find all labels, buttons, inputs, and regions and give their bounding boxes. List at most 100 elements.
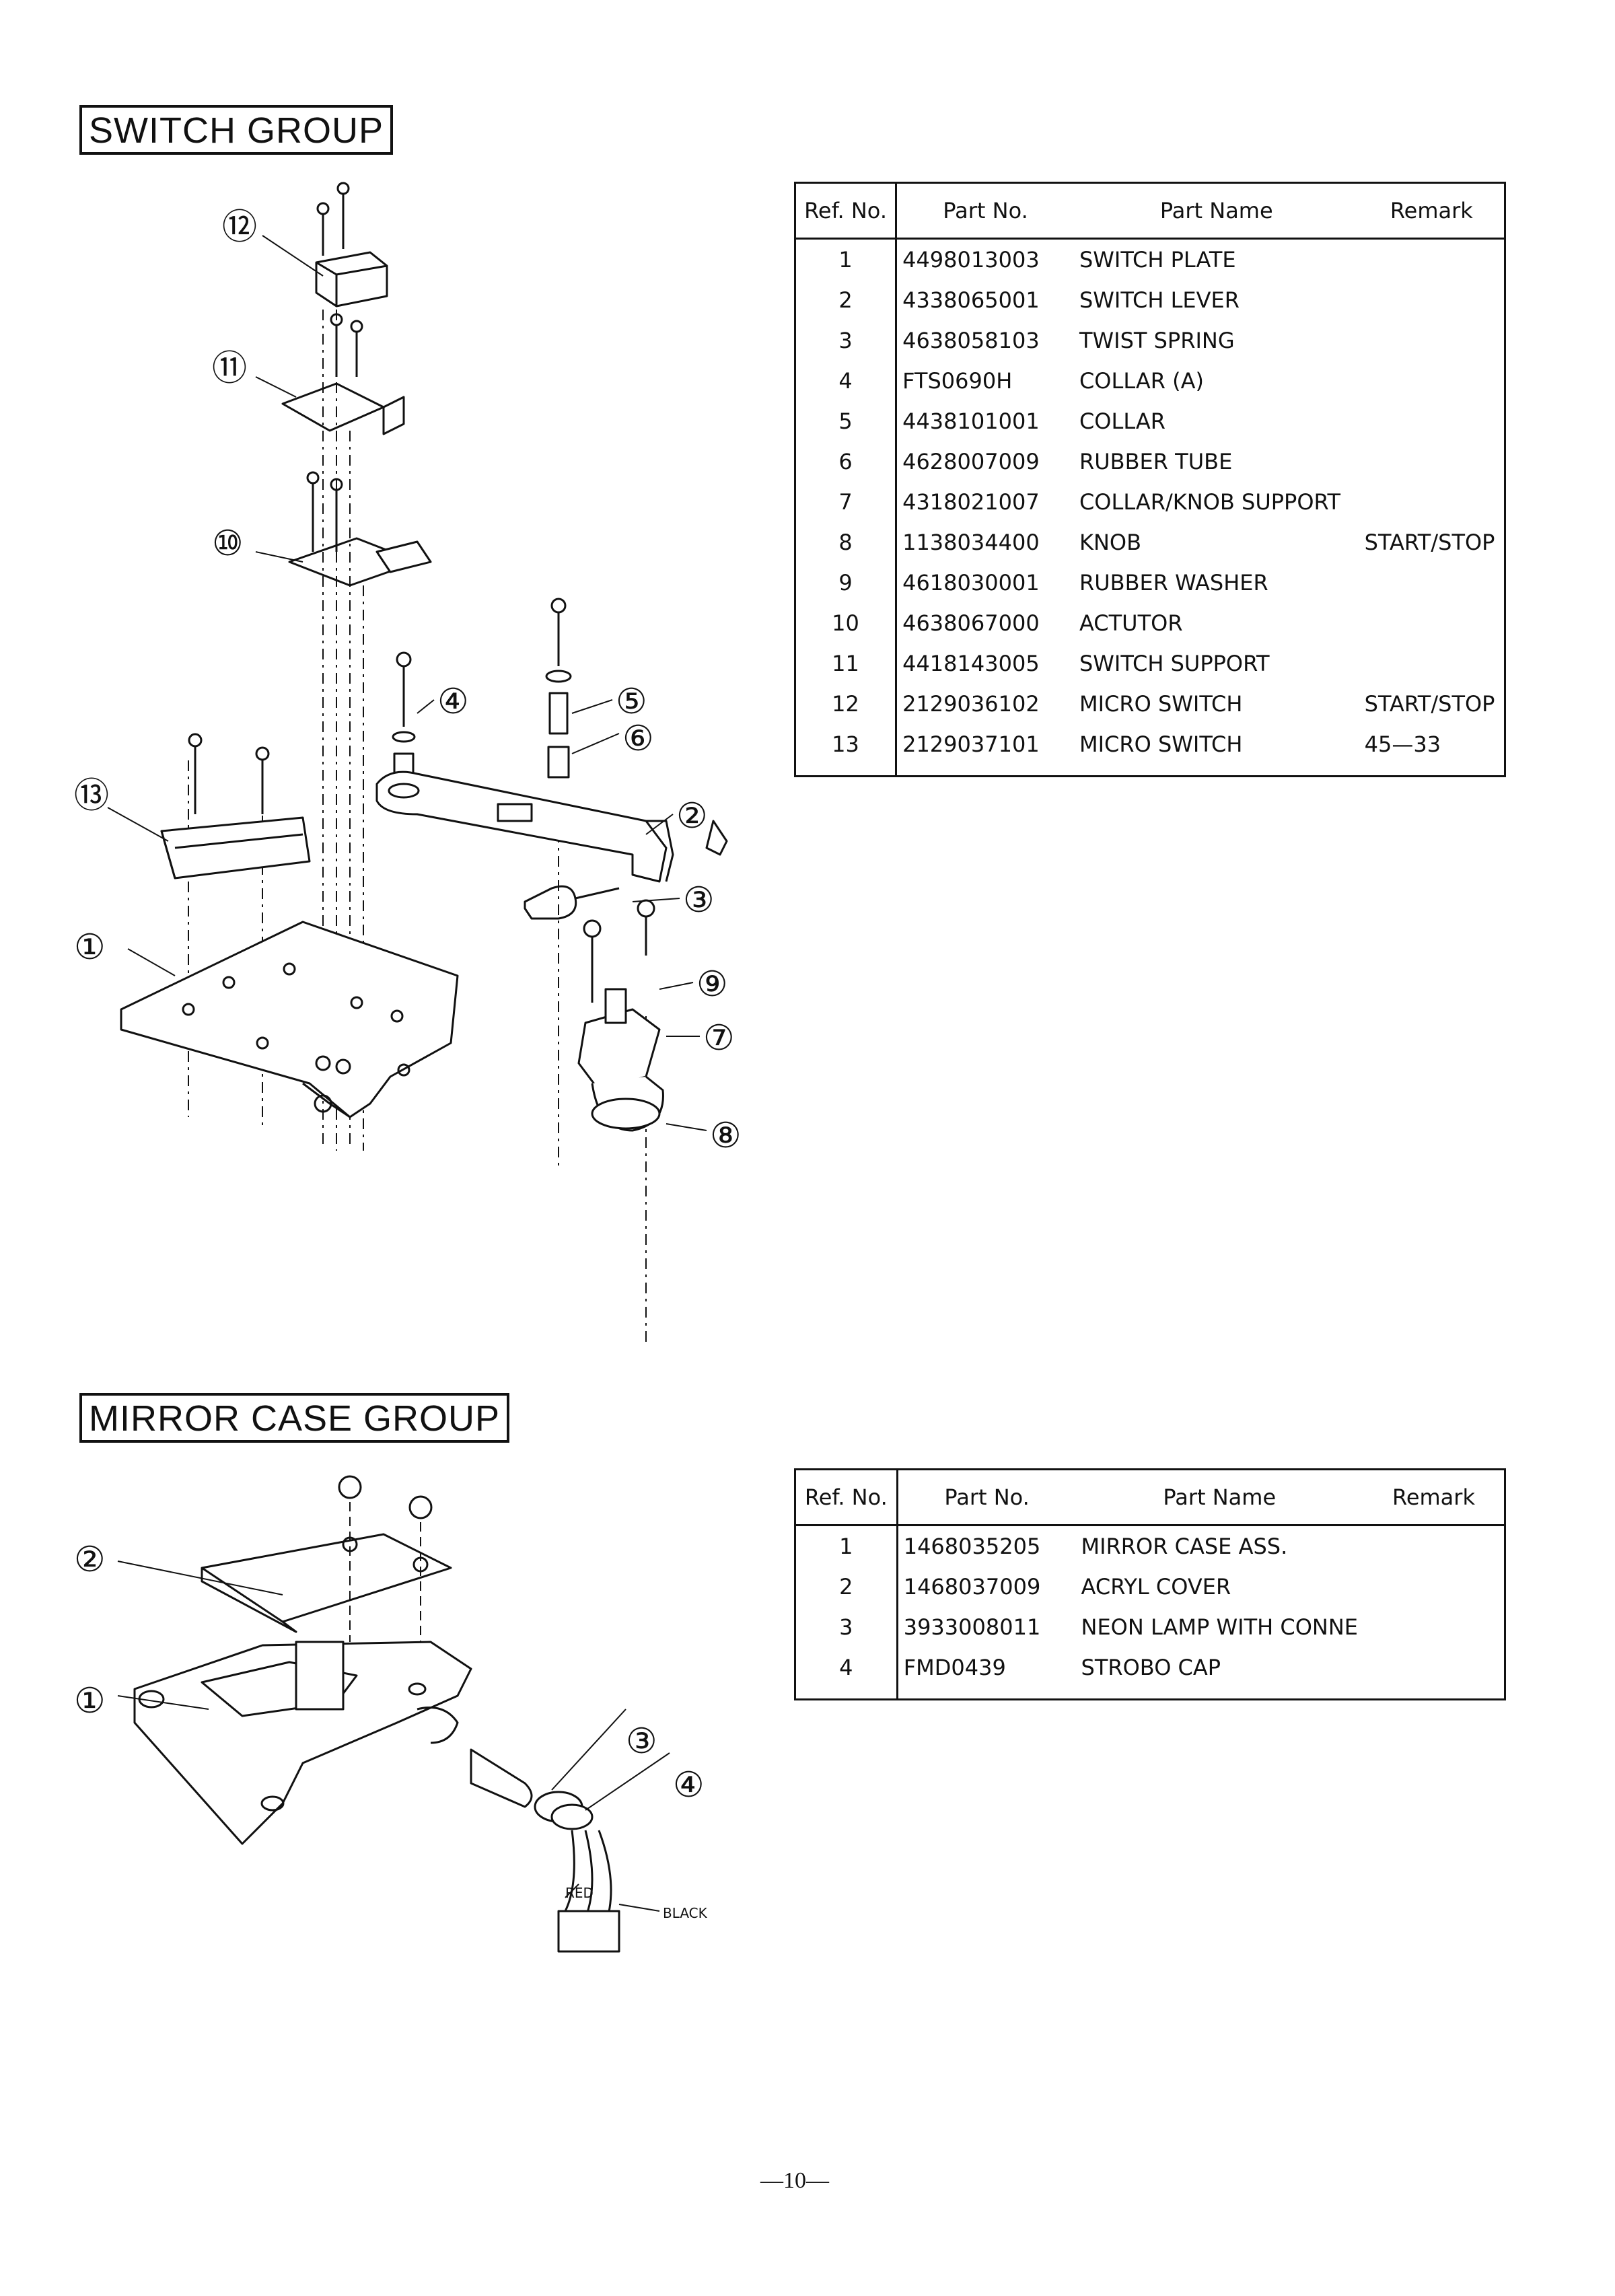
part-name: SWITCH SUPPORT [1079,651,1270,676]
header-remark: Remark [1359,182,1505,240]
part-name: COLLAR/KNOB SUPPORT [1079,489,1340,515]
part-name: COLLAR (A) [1079,368,1205,394]
ref-no: 3 [795,320,898,361]
callout-8: ⑧ [710,1116,742,1156]
micro-switch-12-drawing [315,182,388,308]
header-remark: Remark [1363,1469,1505,1526]
mirror-case-group-exploded-diagram: ② ① ③ ④ RED BLACK [74,1475,708,1953]
remark [1363,1607,1505,1647]
switch-support-11-drawing [281,313,405,435]
ref-no: 8 [795,522,898,563]
callout-2: ② [74,1540,106,1580]
part-name: SWITCH PLATE [1079,247,1236,273]
ref-no: 13 [795,724,898,777]
wire-label-black: BLACK [663,1905,708,1921]
callout-4: ④ [437,682,469,722]
table-header-row: Ref. No. Part No. Part Name Remark [795,182,1505,240]
remark [1359,361,1505,401]
actutor-10-drawing [288,471,432,587]
remark [1359,280,1505,320]
part-name: RUBBER WASHER [1079,570,1268,596]
callout-12: ⑫ [222,207,257,248]
part-name: MIRROR CASE ASS. [1081,1534,1288,1559]
callout-3: ③ [626,1721,657,1762]
part-no: 4318021007 [902,489,1040,515]
callout-6: ⑥ [622,719,654,759]
mirror-case-group-title: MIRROR CASE GROUP [79,1393,510,1443]
ref-no: 11 [795,643,898,684]
part-no: FTS0690H [902,368,1013,394]
page-number: —10— [760,2168,829,2193]
collar-5-rubber-tube-6-drawing [545,598,572,779]
remark [1359,603,1505,643]
remark [1359,320,1505,361]
remark [1359,482,1505,522]
ref-no: 5 [795,401,898,441]
header-part-no: Part No. [897,1469,1076,1526]
remark [1359,239,1505,281]
callout-9: ⑨ [696,964,728,1005]
mirror-case-1-drawing [133,1641,472,1845]
ref-no: 12 [795,684,898,724]
part-no: 1468035205 [903,1534,1041,1559]
ref-no: 10 [795,603,898,643]
neon-lamp-3-strobo-cap-4-drawing [470,1748,620,1953]
part-name: ACTUTOR [1079,610,1183,636]
part-no: 1468037009 [903,1574,1041,1600]
switch-lever-2-drawing [375,770,728,883]
part-no: 4498013003 [902,247,1040,273]
part-name: SWITCH LEVER [1079,287,1240,313]
ref-no: 4 [795,1647,898,1700]
remark [1363,1526,1505,1567]
wire-label-red: RED [565,1885,594,1901]
twist-spring-3-drawing [524,885,620,920]
part-name: NEON LAMP WITH CONNE [1081,1614,1358,1640]
micro-switch-13-drawing [160,733,311,880]
remark [1359,643,1505,684]
remark [1359,441,1505,482]
part-no: 2129036102 [902,691,1040,717]
part-no: 2129037101 [902,731,1040,757]
part-no: 4438101001 [902,408,1040,434]
part-name: RUBBER TUBE [1079,449,1233,474]
switch-group-title: SWITCH GROUP [79,105,393,155]
callout-13: ⑬ [74,776,109,816]
ref-no: 1 [795,238,898,280]
knob-assembly-7-8-9-drawing [577,899,664,1132]
callout-1: ① [74,1681,106,1721]
callout-4: ④ [673,1765,705,1805]
header-part-no: Part No. [896,182,1074,240]
part-no: 4418143005 [902,651,1040,676]
part-no: 4338065001 [902,287,1040,313]
header-part-name: Part Name [1073,182,1359,240]
part-name: KNOB [1079,530,1142,555]
remark [1359,401,1505,441]
remark: START/STOP [1364,691,1495,717]
part-name: ACRYL COVER [1081,1574,1231,1600]
header-ref-no: Ref. No. [795,1469,898,1526]
callout-11: ⑪ [212,349,247,389]
table-header-row: Ref. No. Part No. Part Name Remark [795,1469,1505,1526]
part-name: MICRO SWITCH [1079,731,1243,757]
ref-no: 4 [795,361,898,401]
callout-7: ⑦ [703,1018,735,1059]
callout-5: ⑤ [616,682,647,722]
ref-no: 9 [795,563,898,603]
callout-10: ⑩ [212,524,244,564]
remark [1363,1647,1505,1700]
remark [1359,563,1505,603]
ref-no: 7 [795,482,898,522]
ref-no: 6 [795,441,898,482]
